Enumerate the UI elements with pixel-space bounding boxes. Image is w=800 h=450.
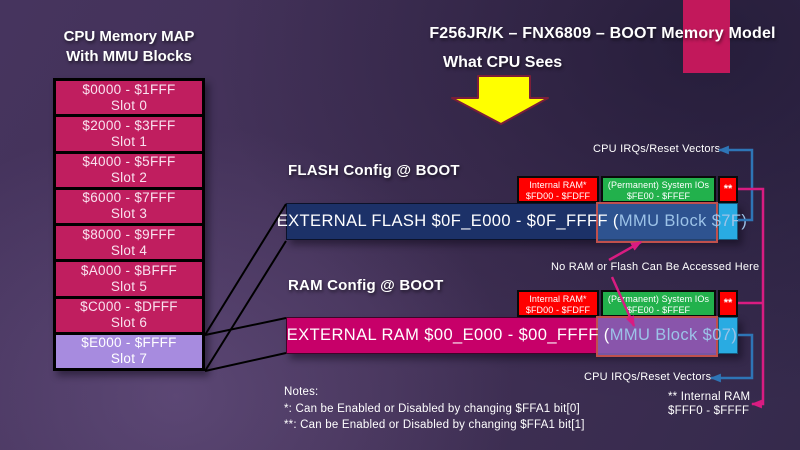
slot-range: $2000 - $3FFF	[82, 117, 176, 133]
flash-system-ios-box: (Permanent) System IOs $FE00 - $FFEF	[601, 176, 716, 203]
internal-ram-note: ** Internal RAM $FFF0 - $FFFF	[668, 390, 750, 419]
ram-internal-ram-label: Internal RAM*	[529, 294, 587, 304]
big-down-arrow	[451, 75, 549, 125]
flash-mmu-overlay	[596, 202, 718, 243]
flash-bar-text-main: EXTERNAL FLASH $0F_E000 - $0F_FFFF (	[276, 212, 619, 230]
memory-map-title-line2: With MMU Blocks	[66, 48, 192, 66]
ram-bar-text-main: EXTERNAL RAM $00_E000 - $00_FFFF (	[286, 326, 610, 344]
slot-range: $E000 - $FFFF	[81, 335, 177, 351]
ram-system-ios-label: (Permanent) System IOs	[607, 294, 710, 304]
slide-title: F256JR/K – FNX6809 – BOOT Memory Model	[429, 25, 776, 42]
ram-double-star-box: **	[718, 290, 738, 317]
slot-label: Slot 7	[110, 351, 148, 367]
flash-internal-ram-box: Internal RAM* $FD00 - $FDFF	[517, 176, 599, 203]
slot-label: Slot 3	[110, 206, 148, 222]
memory-map-title: CPU Memory MAP With MMU Blocks	[40, 27, 218, 68]
slot-label: Slot 1	[110, 133, 148, 149]
internal-ram-note-line1: ** Internal RAM	[668, 391, 751, 403]
memory-map-table: $0000 - $1FFF Slot 0 $2000 - $3FFF Slot …	[53, 78, 205, 371]
slot-range: $A000 - $BFFF	[80, 262, 178, 278]
slot-label: Slot 0	[110, 97, 148, 113]
memory-slot-row: $4000 - $5FFF Slot 2	[56, 153, 202, 190]
notes-line2: **: Can be Enabled or Disabled by changi…	[284, 419, 585, 432]
ram-system-ios-range: $FE00 - $FFEF	[626, 305, 691, 315]
slot-label: Slot 5	[110, 278, 148, 294]
memory-slot-row-slot7: $E000 - $FFFF Slot 7	[56, 334, 202, 368]
flash-internal-ram-label: Internal RAM*	[529, 180, 587, 190]
slot-label: Slot 6	[110, 315, 148, 331]
slot7-to-ram-top-line	[204, 317, 287, 336]
slide-subtitle: What CPU Sees	[443, 54, 563, 71]
flash-system-ios-label: (Permanent) System IOs	[607, 180, 710, 190]
ram-heading: RAM Config @ BOOT	[288, 277, 444, 294]
memory-slot-row: $6000 - $7FFF Slot 3	[56, 189, 202, 226]
slot-range: $0000 - $1FFF	[82, 81, 176, 97]
slot7-to-flash-top-line	[204, 203, 287, 336]
flash-bar-text-mmu: MMU Block $7F)	[618, 212, 748, 230]
memory-slot-row: $0000 - $1FFF Slot 0	[56, 81, 202, 118]
slot-range: $C000 - $DFFF	[80, 299, 178, 315]
ram-internal-ram-box: Internal RAM* $FD00 - $FDFF	[517, 290, 599, 317]
flash-internal-ram-range: $FD00 - $FDFF	[525, 191, 591, 201]
no-access-up-arrow	[608, 240, 642, 262]
memory-map-title-line1: CPU Memory MAP	[63, 28, 195, 45]
memory-slot-row: $8000 - $9FFF Slot 4	[56, 226, 202, 263]
slot-range: $6000 - $7FFF	[82, 190, 176, 206]
ram-system-ios-box: (Permanent) System IOs $FE00 - $FFEF	[601, 290, 716, 317]
memory-slot-row: $A000 - $BFFF Slot 5	[56, 262, 202, 299]
ram-internal-ram-range: $FD00 - $FDFF	[525, 305, 591, 315]
middle-note: No RAM or Flash Can Be Accessed Here	[551, 261, 760, 273]
flash-heading: FLASH Config @ BOOT	[288, 162, 460, 179]
ram-vectors-label: CPU IRQs/Reset Vectors	[584, 371, 712, 383]
notes-line1: *: Can be Enabled or Disabled by changin…	[284, 402, 580, 415]
flash-vectors-label: CPU IRQs/Reset Vectors	[593, 143, 721, 155]
slot-range: $4000 - $5FFF	[82, 154, 176, 170]
memory-slot-row: $C000 - $DFFF Slot 6	[56, 298, 202, 335]
slot-range: $8000 - $9FFF	[82, 226, 176, 242]
flash-bar-text: EXTERNAL FLASH $0F_E000 - $0F_FFFF (MMU …	[277, 212, 748, 231]
slot7-to-flash-bottom-line	[204, 240, 287, 372]
notes-block: Notes: *: Can be Enabled or Disabled by …	[284, 384, 585, 434]
slot7-to-ram-bottom-line	[204, 352, 287, 372]
flash-bar: EXTERNAL FLASH $0F_E000 - $0F_FFFF (MMU …	[277, 203, 747, 240]
internal-ram-note-line2: $FFF0 - $FFFF	[668, 405, 750, 418]
slot-label: Slot 4	[110, 242, 148, 258]
slot-label: Slot 2	[110, 170, 148, 186]
flash-system-ios-range: $FE00 - $FFEF	[626, 191, 691, 201]
ram-bar-text: EXTERNAL RAM $00_E000 - $00_FFFF (MMU Bl…	[287, 326, 737, 345]
ram-bar-text-mmu: MMU Block $07)	[609, 326, 738, 344]
notes-heading: Notes:	[284, 386, 319, 398]
memory-slot-row: $2000 - $3FFF Slot 1	[56, 117, 202, 154]
flash-double-star-box: **	[718, 176, 738, 203]
accent-bar	[683, 0, 730, 73]
